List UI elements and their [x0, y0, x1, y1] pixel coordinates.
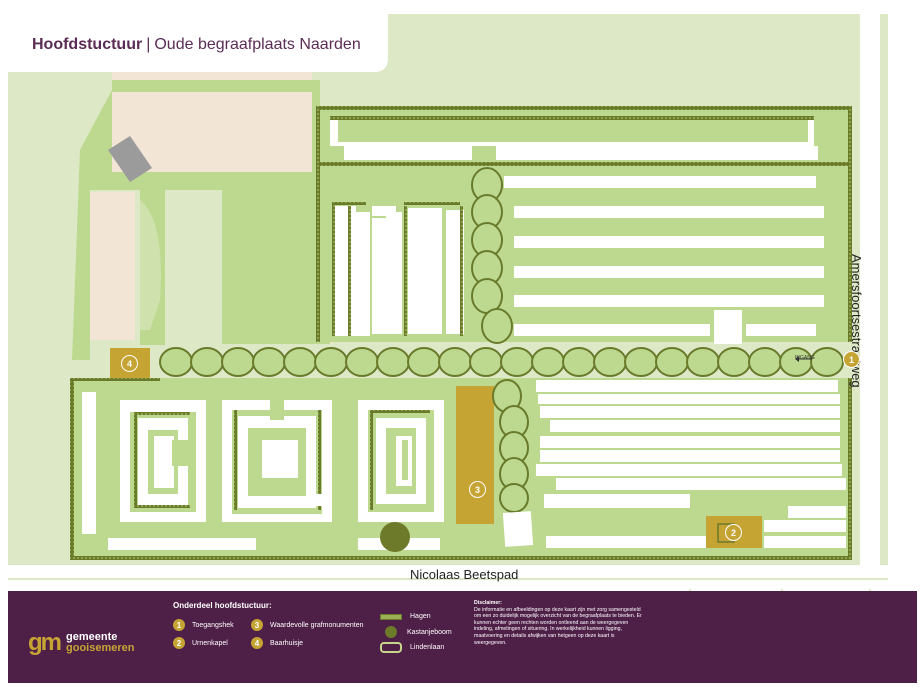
grave-columns — [332, 202, 464, 336]
tree-icon — [385, 626, 397, 638]
legend-item-hedges: Hagen — [380, 613, 431, 620]
logo-line-2: gooisemeren — [66, 642, 135, 654]
title-rest: Oude begraafplaats Naarden — [154, 36, 361, 53]
title-card — [0, 14, 388, 72]
legend-item-chestnut: Kastanjeboom — [383, 626, 452, 638]
legend-label: Waardevolle grafmonumenten — [270, 621, 364, 629]
grave-rows-north-east — [504, 176, 824, 344]
disclaimer-heading: Disclaimer: — [474, 600, 502, 606]
chestnut-tree — [380, 522, 410, 552]
linden-avenue-vertical-north — [471, 167, 513, 344]
linden-avenue-horizontal — [159, 347, 844, 377]
maze-grave-field-west — [120, 400, 206, 522]
logo-line-1: gemeente — [66, 631, 118, 643]
legend-item-urn-chapel: 2 Urnenkapel — [173, 637, 228, 649]
title-separator: | — [146, 36, 151, 53]
avenue-icon — [380, 642, 402, 653]
page-title: Hoofdstuctuur|Oude begraafplaats Naarden — [32, 36, 361, 54]
chapel-building — [108, 136, 152, 182]
entrance-label: INGANG — [795, 355, 815, 361]
municipality-logo: gm gemeente gooisemeren — [28, 629, 134, 657]
legend-item-mortuary: 4 Baarhuisje — [251, 637, 303, 649]
marker-mortuary[interactable]: 4 — [121, 355, 138, 372]
legend-label: Lindenlaan — [410, 644, 445, 651]
road-east — [860, 14, 880, 574]
road-label-south: Nicolaas Beetspad — [410, 567, 519, 582]
disclaimer-text: De informatie en afbeeldingen op deze ka… — [474, 606, 642, 646]
marker-grave-monuments[interactable]: 3 — [469, 481, 486, 498]
lanes-west — [72, 80, 330, 360]
logo-mark: gm — [28, 629, 62, 656]
legend-number: 4 — [251, 637, 263, 649]
legend-item-linden-avenue: Lindenlaan — [380, 642, 444, 653]
maze-grave-field-east — [358, 400, 444, 522]
legend-label: Kastanjeboom — [407, 628, 452, 636]
title-bold: Hoofdstuctuur — [32, 36, 143, 53]
legend-label: Toegangshek — [192, 621, 234, 629]
valuable-grave-monuments-area — [456, 386, 494, 524]
disclaimer: Disclaimer: De informatie en afbeeldinge… — [474, 600, 644, 646]
legend-item-grave-monuments: 3 Waardevolle grafmonumenten — [251, 619, 364, 631]
legend-number: 1 — [173, 619, 185, 631]
grave-rows-south-east — [108, 380, 846, 550]
hedge-icon — [380, 613, 402, 620]
legend-number: 3 — [251, 619, 263, 631]
linden-avenue-vertical-south — [492, 379, 529, 513]
legend-item-entrance-gate: 1 Toegangshek — [173, 619, 234, 631]
legend-label: Hagen — [410, 613, 431, 620]
marker-entrance-gate[interactable]: 1 — [843, 351, 860, 368]
legend-number: 2 — [173, 637, 185, 649]
road-south — [8, 565, 888, 578]
legend-label: Urnenkapel — [192, 639, 228, 647]
sand-field-west — [90, 192, 135, 340]
footer-legend-panel: gm gemeente gooisemeren Onderdeel hoofds… — [8, 591, 917, 683]
maze-grave-field-center — [222, 398, 332, 522]
legend-heading: Onderdeel hoofdstuctuur: — [173, 601, 272, 610]
marker-urn-chapel[interactable]: 2 — [725, 524, 742, 541]
legend-label: Baarhuisje — [270, 639, 304, 647]
